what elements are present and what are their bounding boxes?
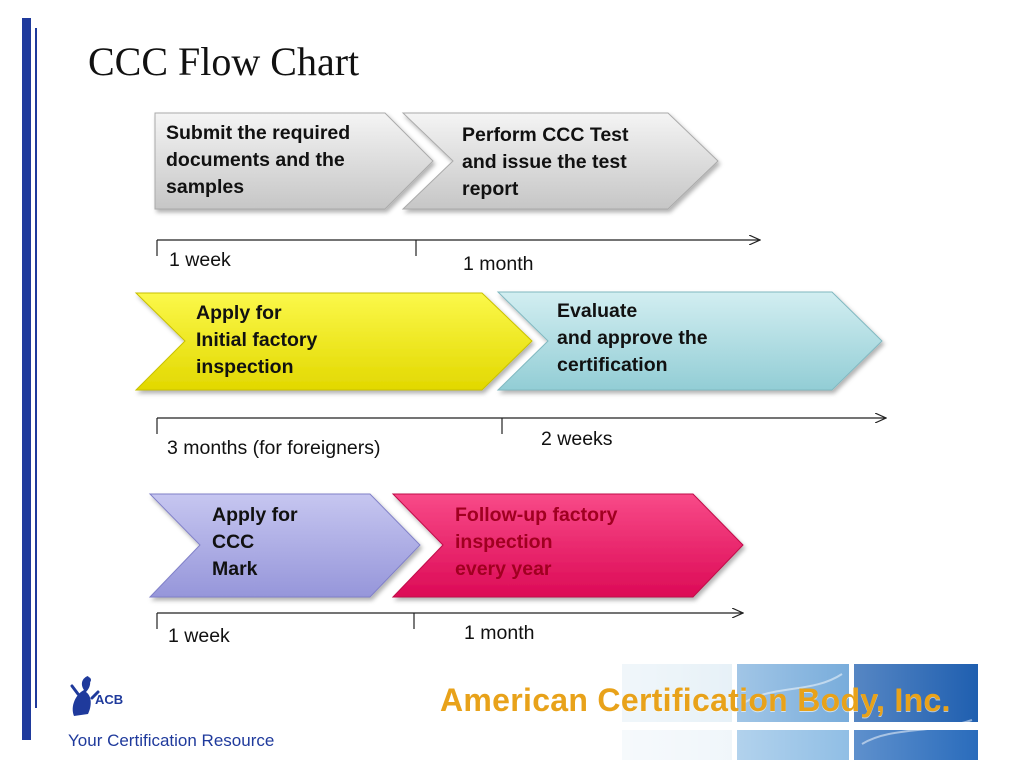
step-initial-inspection-chevron	[134, 292, 533, 391]
step-apply-ccc-mark-chevron	[148, 493, 421, 598]
timeline-1-duration-1: 1 week	[169, 249, 231, 271]
acb-logo-icon	[70, 676, 100, 716]
step-submit-documents-chevron	[154, 112, 434, 210]
timeline-1-duration-2: 1 month	[463, 253, 534, 275]
step-evaluate-approve-label: Evaluate and approve the certification	[557, 300, 708, 376]
timeline-2-duration-1: 3 months (for foreigners)	[167, 437, 381, 459]
step-evaluate-approve-chevron	[496, 291, 883, 391]
timeline-3-duration-1: 1 week	[168, 625, 230, 647]
step-perform-test-chevron	[401, 112, 719, 210]
timeline-3-duration-2: 1 month	[464, 622, 535, 644]
step-perform-test-label: Perform CCC Test and issue the test repo…	[462, 124, 629, 200]
acb-logo-text: ACB	[95, 692, 124, 707]
step-initial-inspection-label: Apply for Initial factory inspection	[196, 302, 318, 378]
slide-accent-line	[35, 28, 37, 708]
step-submit-documents-label: Submit the required documents and the sa…	[166, 122, 351, 198]
step-apply-ccc-mark-label: Apply for CCC Mark	[212, 504, 298, 580]
slide-title: CCC Flow Chart	[88, 39, 360, 84]
timeline-2-duration-2: 2 weeks	[541, 428, 613, 450]
footer-tagline: Your Certification Resource	[68, 731, 275, 750]
step-follow-up-inspection-chevron	[391, 493, 744, 598]
step-follow-up-inspection-label: Follow-up factory inspection every year	[455, 504, 618, 580]
slide-accent-bar	[22, 18, 31, 740]
company-banner-image	[432, 664, 978, 760]
company-name: American Certification Body, Inc.	[440, 682, 951, 718]
